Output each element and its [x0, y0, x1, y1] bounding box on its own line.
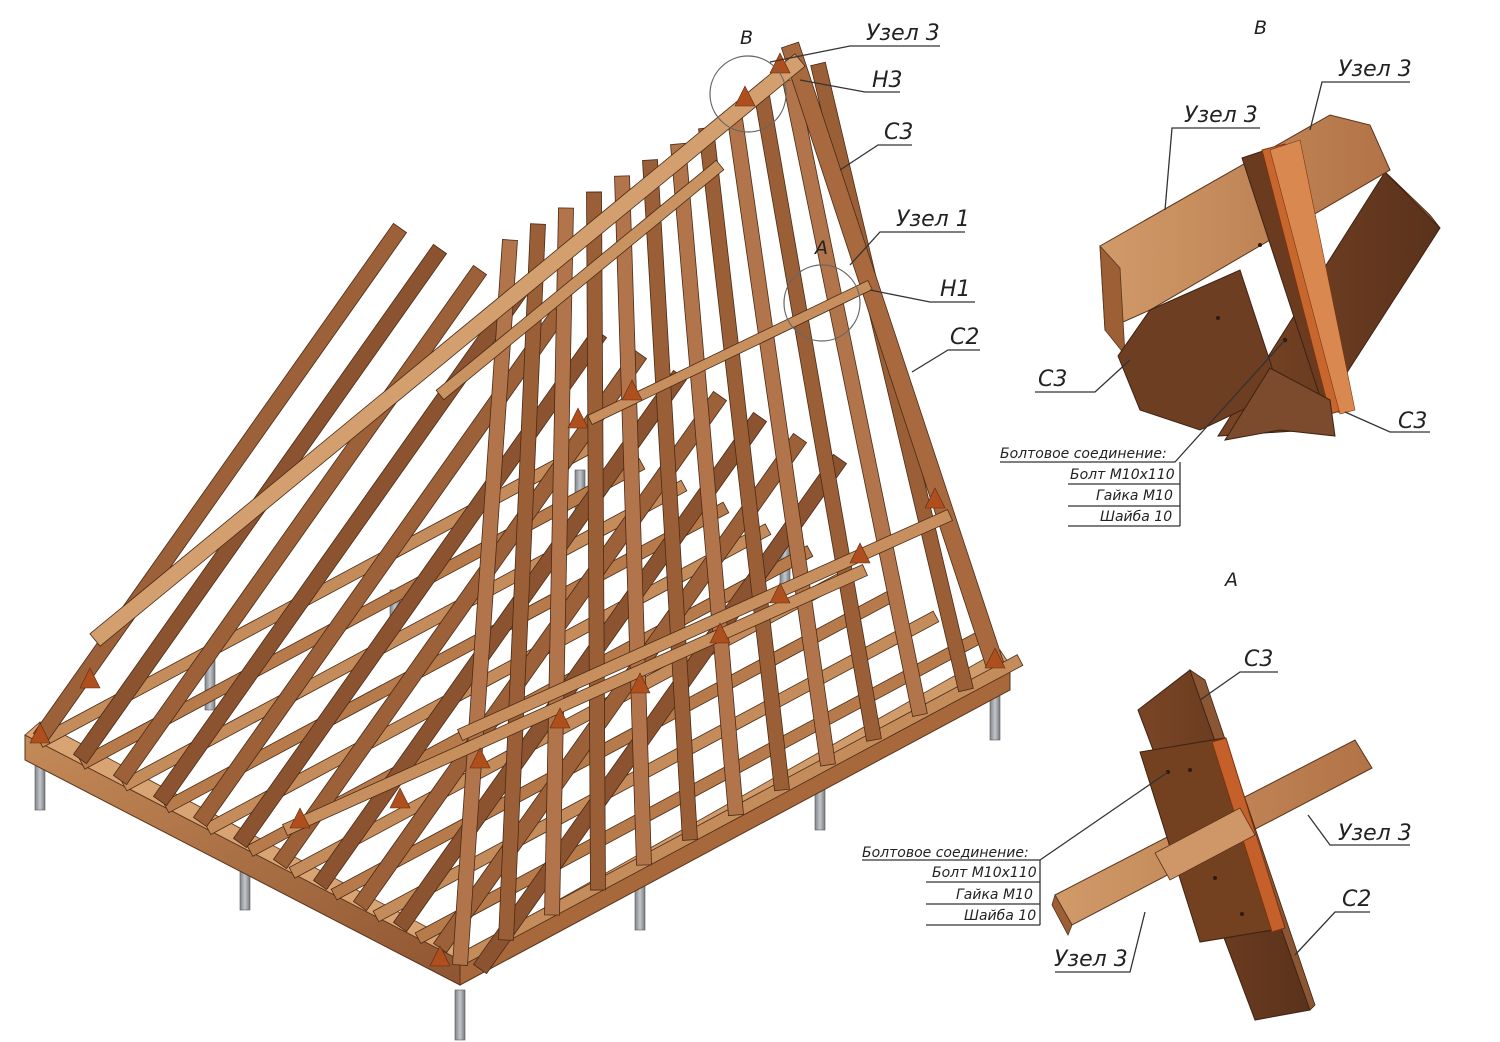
callout-label-A: A	[813, 237, 828, 259]
detail-B-bolt-heading: Болтовое соединение:	[1000, 446, 1167, 462]
detail-A-leader-node3-right	[1307, 814, 1410, 846]
detail-A-collar-over	[1154, 807, 1256, 881]
detail-B-label-c3-left: С3	[1038, 367, 1067, 392]
detail-B-washer-spec: Шайба 10	[1100, 509, 1172, 525]
detail-B-label-c3-right: С3	[1398, 409, 1427, 434]
label-node1-main: Узел 1	[896, 207, 970, 232]
gusset-plate	[849, 542, 871, 564]
detail-A-title: A	[1223, 569, 1238, 591]
ridge-batten	[89, 53, 806, 647]
detail-A-label-c3: С3	[1244, 647, 1273, 672]
gusset-plate	[734, 85, 756, 107]
gusset-plate	[629, 672, 651, 694]
detail-B-bolt-spec: Болт М10х110	[1070, 467, 1175, 483]
upper-batten	[435, 159, 725, 401]
support-post	[454, 989, 466, 1041]
right-rafter	[586, 191, 606, 891]
detail-A-collar-tie-end	[1051, 893, 1073, 936]
label-n3-main: Н3	[872, 68, 903, 93]
detail-B-label-node3-left: Узел 3	[1184, 103, 1258, 128]
gusset-plate	[567, 407, 589, 429]
right-rafter	[498, 223, 546, 941]
label-c2-main: С2	[950, 325, 979, 350]
callout-label-B: B	[740, 27, 753, 49]
leader-n3-main	[799, 79, 900, 93]
gusset-plate	[924, 487, 946, 509]
gusset-plate	[469, 747, 491, 769]
detail-B-leader-node3-left	[1164, 127, 1260, 211]
detail-B-title: B	[1254, 17, 1267, 39]
ridge-beam	[89, 53, 806, 647]
detail-A-bolt-3	[1213, 876, 1217, 880]
detail-A-bolt-heading: Болтовое соединение:	[862, 845, 1029, 861]
detail-A-nut-spec: Гайка М10	[956, 887, 1033, 903]
gusset-plate	[79, 667, 101, 689]
detail-A-bolt-2	[1188, 768, 1192, 772]
leader-node1-main	[849, 231, 965, 266]
collar-tie	[587, 279, 873, 426]
leader-c3-main	[839, 144, 912, 171]
right-rafter	[452, 239, 518, 966]
gusset-plate	[769, 582, 791, 604]
gusset-plate	[29, 722, 51, 744]
detail-B: B Узел 3 Узел 3 С3 С3 Болтовое соединени…	[1000, 17, 1441, 527]
leader-n1-main	[869, 289, 975, 303]
detail-A-washer-spec: Шайба 10	[964, 908, 1036, 924]
main-roof-view: B A Узел 3 Н3 С3 Узел 1 Н1 С2	[24, 21, 1024, 1041]
detail-A-label-node3-right: Узел 3	[1338, 821, 1412, 846]
detail-A-bolt-4	[1240, 912, 1244, 916]
detail-A-label-node3-left: Узел 3	[1054, 947, 1128, 972]
detail-B-leader-node3-right	[1309, 81, 1410, 131]
gusset-plate	[389, 787, 411, 809]
label-c3-main: С3	[884, 120, 913, 145]
detail-B-leader-c3-right	[1344, 411, 1430, 433]
detail-B-label-node3-right: Узел 3	[1338, 57, 1412, 82]
detail-A: A С3 Узел 3 С2 Узел 3 Болтовое соединени…	[862, 569, 1412, 1021]
detail-A-bolt-spec: Болт М10х110	[932, 865, 1037, 881]
detail-B-bolt-3	[1216, 316, 1220, 320]
detail-B-bolt-2	[1258, 243, 1262, 247]
detail-B-leader-c3-left	[1035, 359, 1131, 393]
gusset-plate	[621, 379, 643, 401]
gusset-plate	[549, 707, 571, 729]
detail-B-leader-bolt	[1000, 339, 1286, 463]
label-n1-main: Н1	[940, 277, 971, 302]
detail-A-leader-c2	[1294, 911, 1370, 956]
detail-A-label-c2: С2	[1342, 887, 1371, 912]
leader-c2-main	[911, 349, 980, 373]
callout-circle-B	[709, 55, 787, 133]
leader-node3-main	[769, 45, 940, 63]
detail-B-nut-spec: Гайка М10	[1096, 488, 1173, 504]
callout-circle-A	[783, 264, 861, 342]
label-node3-main: Узел 3	[866, 21, 940, 46]
gusset-plate	[289, 807, 311, 829]
right-rafter	[544, 207, 574, 916]
collar-tie	[457, 508, 953, 742]
gusset-plate	[429, 945, 451, 967]
detail-B-lower-block	[1223, 367, 1336, 441]
detail-B-plate-face	[1269, 139, 1356, 415]
detail-A-leader-c3	[1199, 671, 1278, 701]
detail-A-leader-node3-left	[1055, 911, 1146, 973]
gusset-plate	[709, 622, 731, 644]
gusset-plate	[984, 647, 1006, 669]
